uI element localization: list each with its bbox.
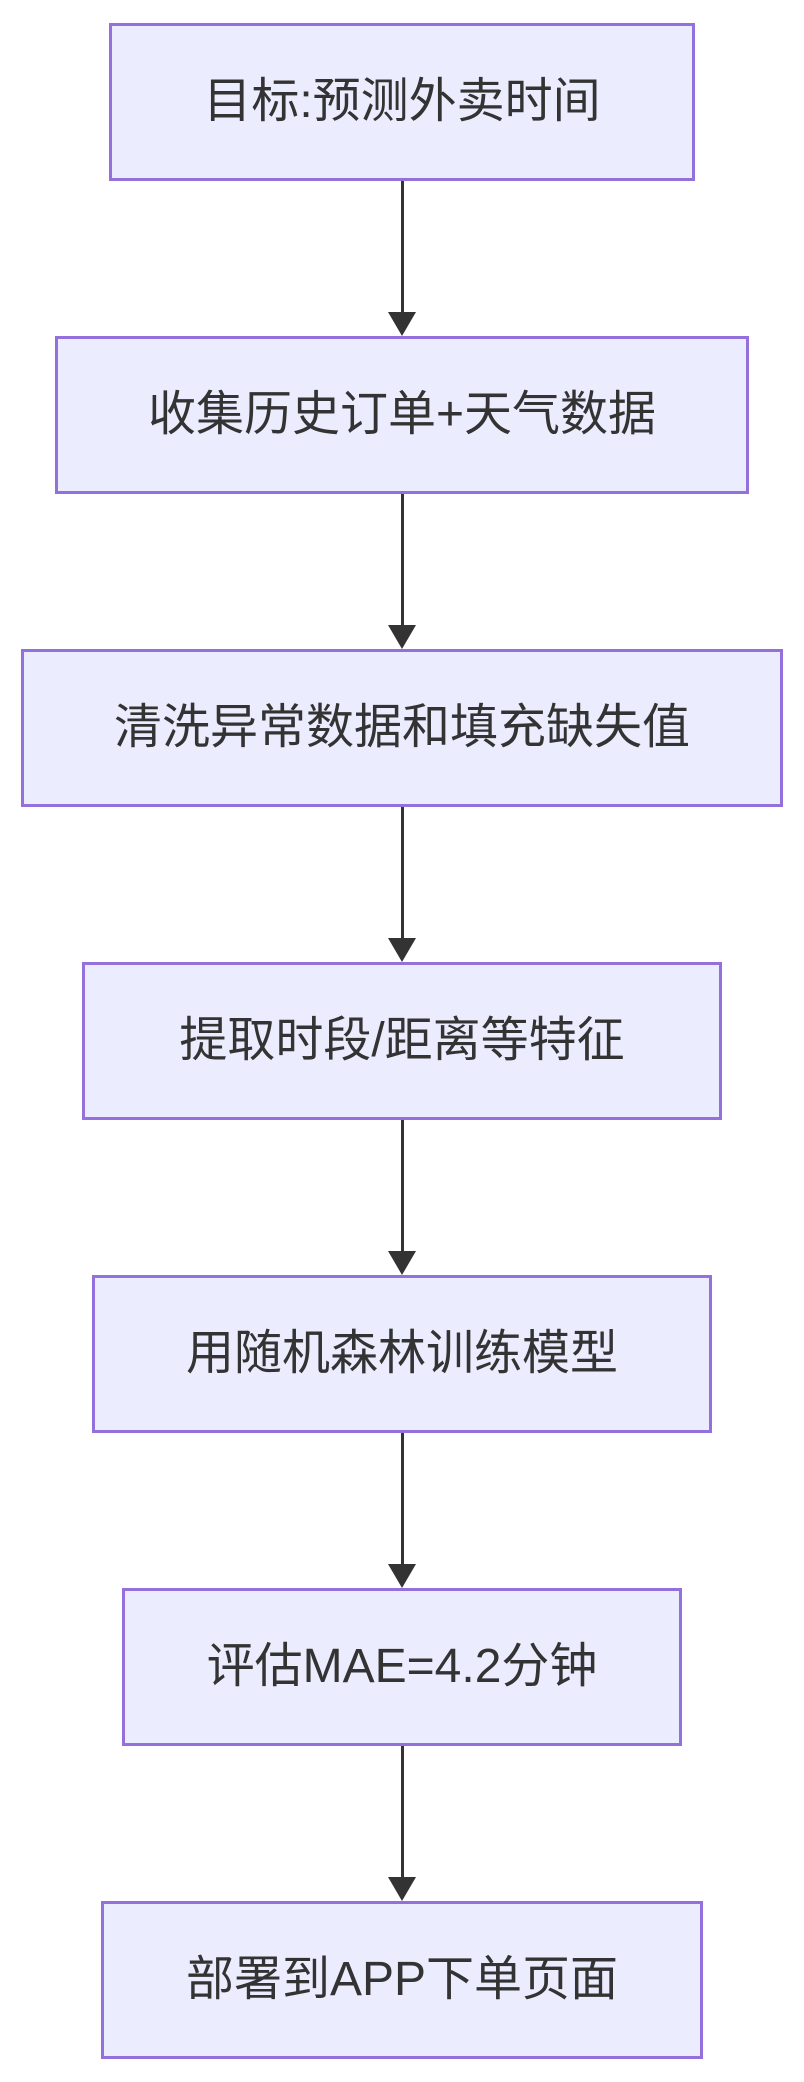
flow-arrow-6: [388, 1746, 416, 1901]
flow-arrow-4: [388, 1120, 416, 1275]
arrow-line: [400, 181, 404, 312]
arrow-line: [400, 1433, 404, 1564]
arrow-line: [400, 1120, 404, 1251]
flow-node-deploy: 部署到APP下单页面: [101, 1901, 703, 2059]
flow-node-clean-data-label: 清洗异常数据和填充缺失值: [113, 701, 690, 754]
arrow-down-icon: [388, 625, 416, 649]
arrow-line: [400, 807, 404, 938]
flow-node-train-model-label: 用随机森林训练模型: [185, 1327, 618, 1380]
flow-node-evaluate: 评估MAE=4.2分钟: [122, 1588, 682, 1746]
flow-node-train-model: 用随机森林训练模型: [92, 1275, 712, 1433]
flow-node-deploy-label: 部署到APP下单页面: [185, 1953, 619, 2006]
flow-node-collect-data: 收集历史订单+天气数据: [55, 336, 749, 494]
arrow-down-icon: [388, 938, 416, 962]
flow-node-evaluate-label: 评估MAE=4.2分钟: [206, 1640, 598, 1693]
arrow-line: [400, 1746, 404, 1877]
arrow-down-icon: [388, 1877, 416, 1901]
flow-arrow-2: [388, 494, 416, 649]
flow-node-clean-data: 清洗异常数据和填充缺失值: [21, 649, 783, 807]
flow-node-goal-label: 目标:预测外卖时间: [203, 75, 601, 128]
arrow-down-icon: [388, 1251, 416, 1275]
flow-arrow-5: [388, 1433, 416, 1588]
flow-arrow-1: [388, 181, 416, 336]
flow-node-feature-extraction: 提取时段/距离等特征: [82, 962, 722, 1120]
flow-node-collect-data-label: 收集历史订单+天气数据: [147, 388, 657, 441]
flow-node-feature-extraction-label: 提取时段/距离等特征: [179, 1014, 625, 1067]
flow-node-goal: 目标:预测外卖时间: [109, 23, 695, 181]
arrow-line: [400, 494, 404, 625]
flow-arrow-3: [388, 807, 416, 962]
arrow-down-icon: [388, 312, 416, 336]
arrow-down-icon: [388, 1564, 416, 1588]
